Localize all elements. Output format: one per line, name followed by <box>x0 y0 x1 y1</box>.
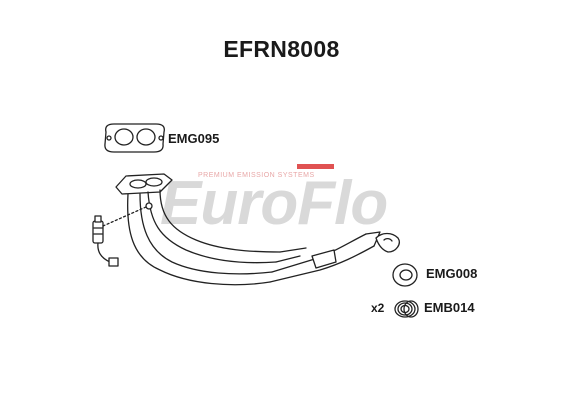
spring-icon <box>394 300 419 318</box>
down-pipe-icon <box>115 173 400 286</box>
part-label-emb014: EMB014 <box>424 300 475 315</box>
lambda-sensor-icon <box>92 206 147 267</box>
euroflo-watermark: EuroFlo <box>160 164 388 239</box>
part-label-emg095: EMG095 <box>168 131 220 146</box>
watermark-tagline: PREMIUM EMISSION SYSTEMS <box>198 172 315 179</box>
flange-gasket-icon <box>104 123 165 153</box>
part-label-emg008: EMG008 <box>426 266 478 281</box>
part-quantity-emb014: x2 <box>371 301 385 315</box>
part-number-title: EFRN8008 <box>223 36 340 62</box>
watermark-accent-letter: F <box>297 164 335 238</box>
ring-gasket-icon <box>392 263 418 287</box>
